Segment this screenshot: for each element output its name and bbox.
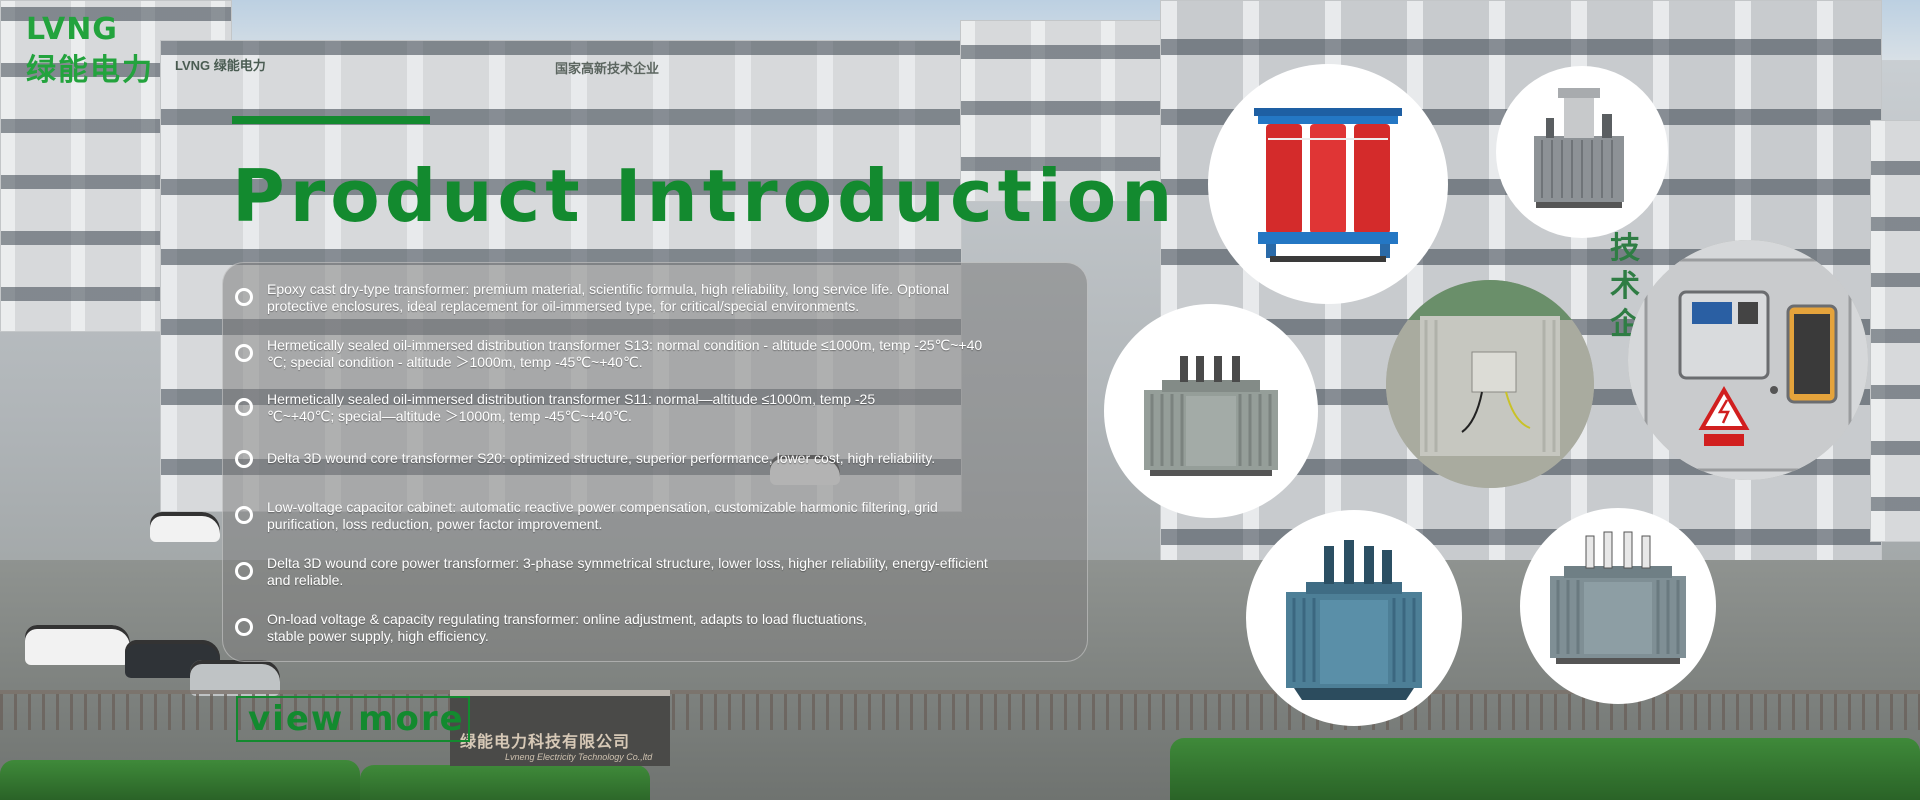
blue-3d-core-transformer-icon <box>1286 540 1422 700</box>
title-accent-bar <box>232 116 430 124</box>
product-circle-blue-3d-core[interactable] <box>1246 510 1462 726</box>
product-circle-dry-type[interactable] <box>1208 64 1448 304</box>
list-item-text: Hermetically sealed oil-immersed distrib… <box>267 337 983 370</box>
oil-immersed-transformer-icon <box>1144 356 1278 476</box>
circle-bullet-icon <box>235 344 253 362</box>
list-item: Epoxy cast dry-type transformer: premium… <box>235 281 1085 315</box>
view-more-button[interactable]: view more <box>236 696 470 742</box>
circle-bullet-icon <box>235 450 253 468</box>
product-circle-oil-immersed[interactable] <box>1104 304 1318 518</box>
building-far-right <box>1870 120 1920 542</box>
hedge <box>360 765 650 800</box>
product-circle-capacitor-cabinet[interactable] <box>1628 240 1868 480</box>
list-item-text: Hermetically sealed oil-immersed distrib… <box>267 391 876 424</box>
circle-bullet-icon <box>235 288 253 306</box>
hedge <box>1170 738 1920 800</box>
list-item-text: Low-voltage capacitor cabinet: automatic… <box>267 499 938 532</box>
logo-chinese-text: 绿能电力 <box>26 54 154 87</box>
circle-bullet-icon <box>235 618 253 636</box>
transformer-photo-icon <box>1386 280 1594 488</box>
list-item-text: Epoxy cast dry-type transformer: premium… <box>267 281 950 314</box>
dry-type-transformer-icon <box>1254 108 1402 262</box>
product-list-panel: Epoxy cast dry-type transformer: premium… <box>222 262 1088 662</box>
building-rear <box>960 20 1162 202</box>
circle-bullet-icon <box>235 562 253 580</box>
brand-logo[interactable]: LVNG 绿能电力 <box>26 12 154 89</box>
car <box>150 512 220 542</box>
capacitor-cabinet-icon <box>1628 240 1868 480</box>
car <box>25 625 130 665</box>
list-item: On-load voltage & capacity regulating tr… <box>235 611 1085 645</box>
list-item-text: On-load voltage & capacity regulating tr… <box>267 611 868 644</box>
list-item-text: Delta 3D wound core power transformer: 3… <box>267 555 988 588</box>
logo-latin-text: LVNG <box>26 12 118 47</box>
list-item: Delta 3D wound core transformer S20: opt… <box>235 443 1085 468</box>
gate-sign-en: Lvneng Electricity Technology Co.,ltd <box>505 752 653 762</box>
product-circle-oil-bushings[interactable] <box>1496 66 1668 238</box>
gate-sign: 绿能电力科技有限公司 <box>460 734 631 751</box>
oil-transformer-with-bushings-icon <box>1534 88 1624 208</box>
product-circle-regulating[interactable] <box>1520 508 1716 704</box>
list-item: Delta 3D wound core power transformer: 3… <box>235 555 1085 589</box>
list-item: Hermetically sealed oil-immersed distrib… <box>235 391 1085 425</box>
list-item: Hermetically sealed oil-immersed distrib… <box>235 337 1085 371</box>
gatehouse <box>450 690 670 766</box>
regulating-transformer-icon <box>1550 531 1686 664</box>
circle-bullet-icon <box>235 398 253 416</box>
roof-sign-right: 国家高新技术企业 <box>555 61 660 76</box>
circle-bullet-icon <box>235 506 253 524</box>
roof-sign-left: LVNG 绿能电力 <box>175 58 266 73</box>
product-circle-transformer-photo[interactable] <box>1386 280 1594 488</box>
hedge <box>0 760 360 800</box>
list-item: Low-voltage capacitor cabinet: automatic… <box>235 499 1085 533</box>
list-item-text: Delta 3D wound core transformer S20: opt… <box>267 450 936 466</box>
section-title: Product Introduction <box>232 154 1178 238</box>
